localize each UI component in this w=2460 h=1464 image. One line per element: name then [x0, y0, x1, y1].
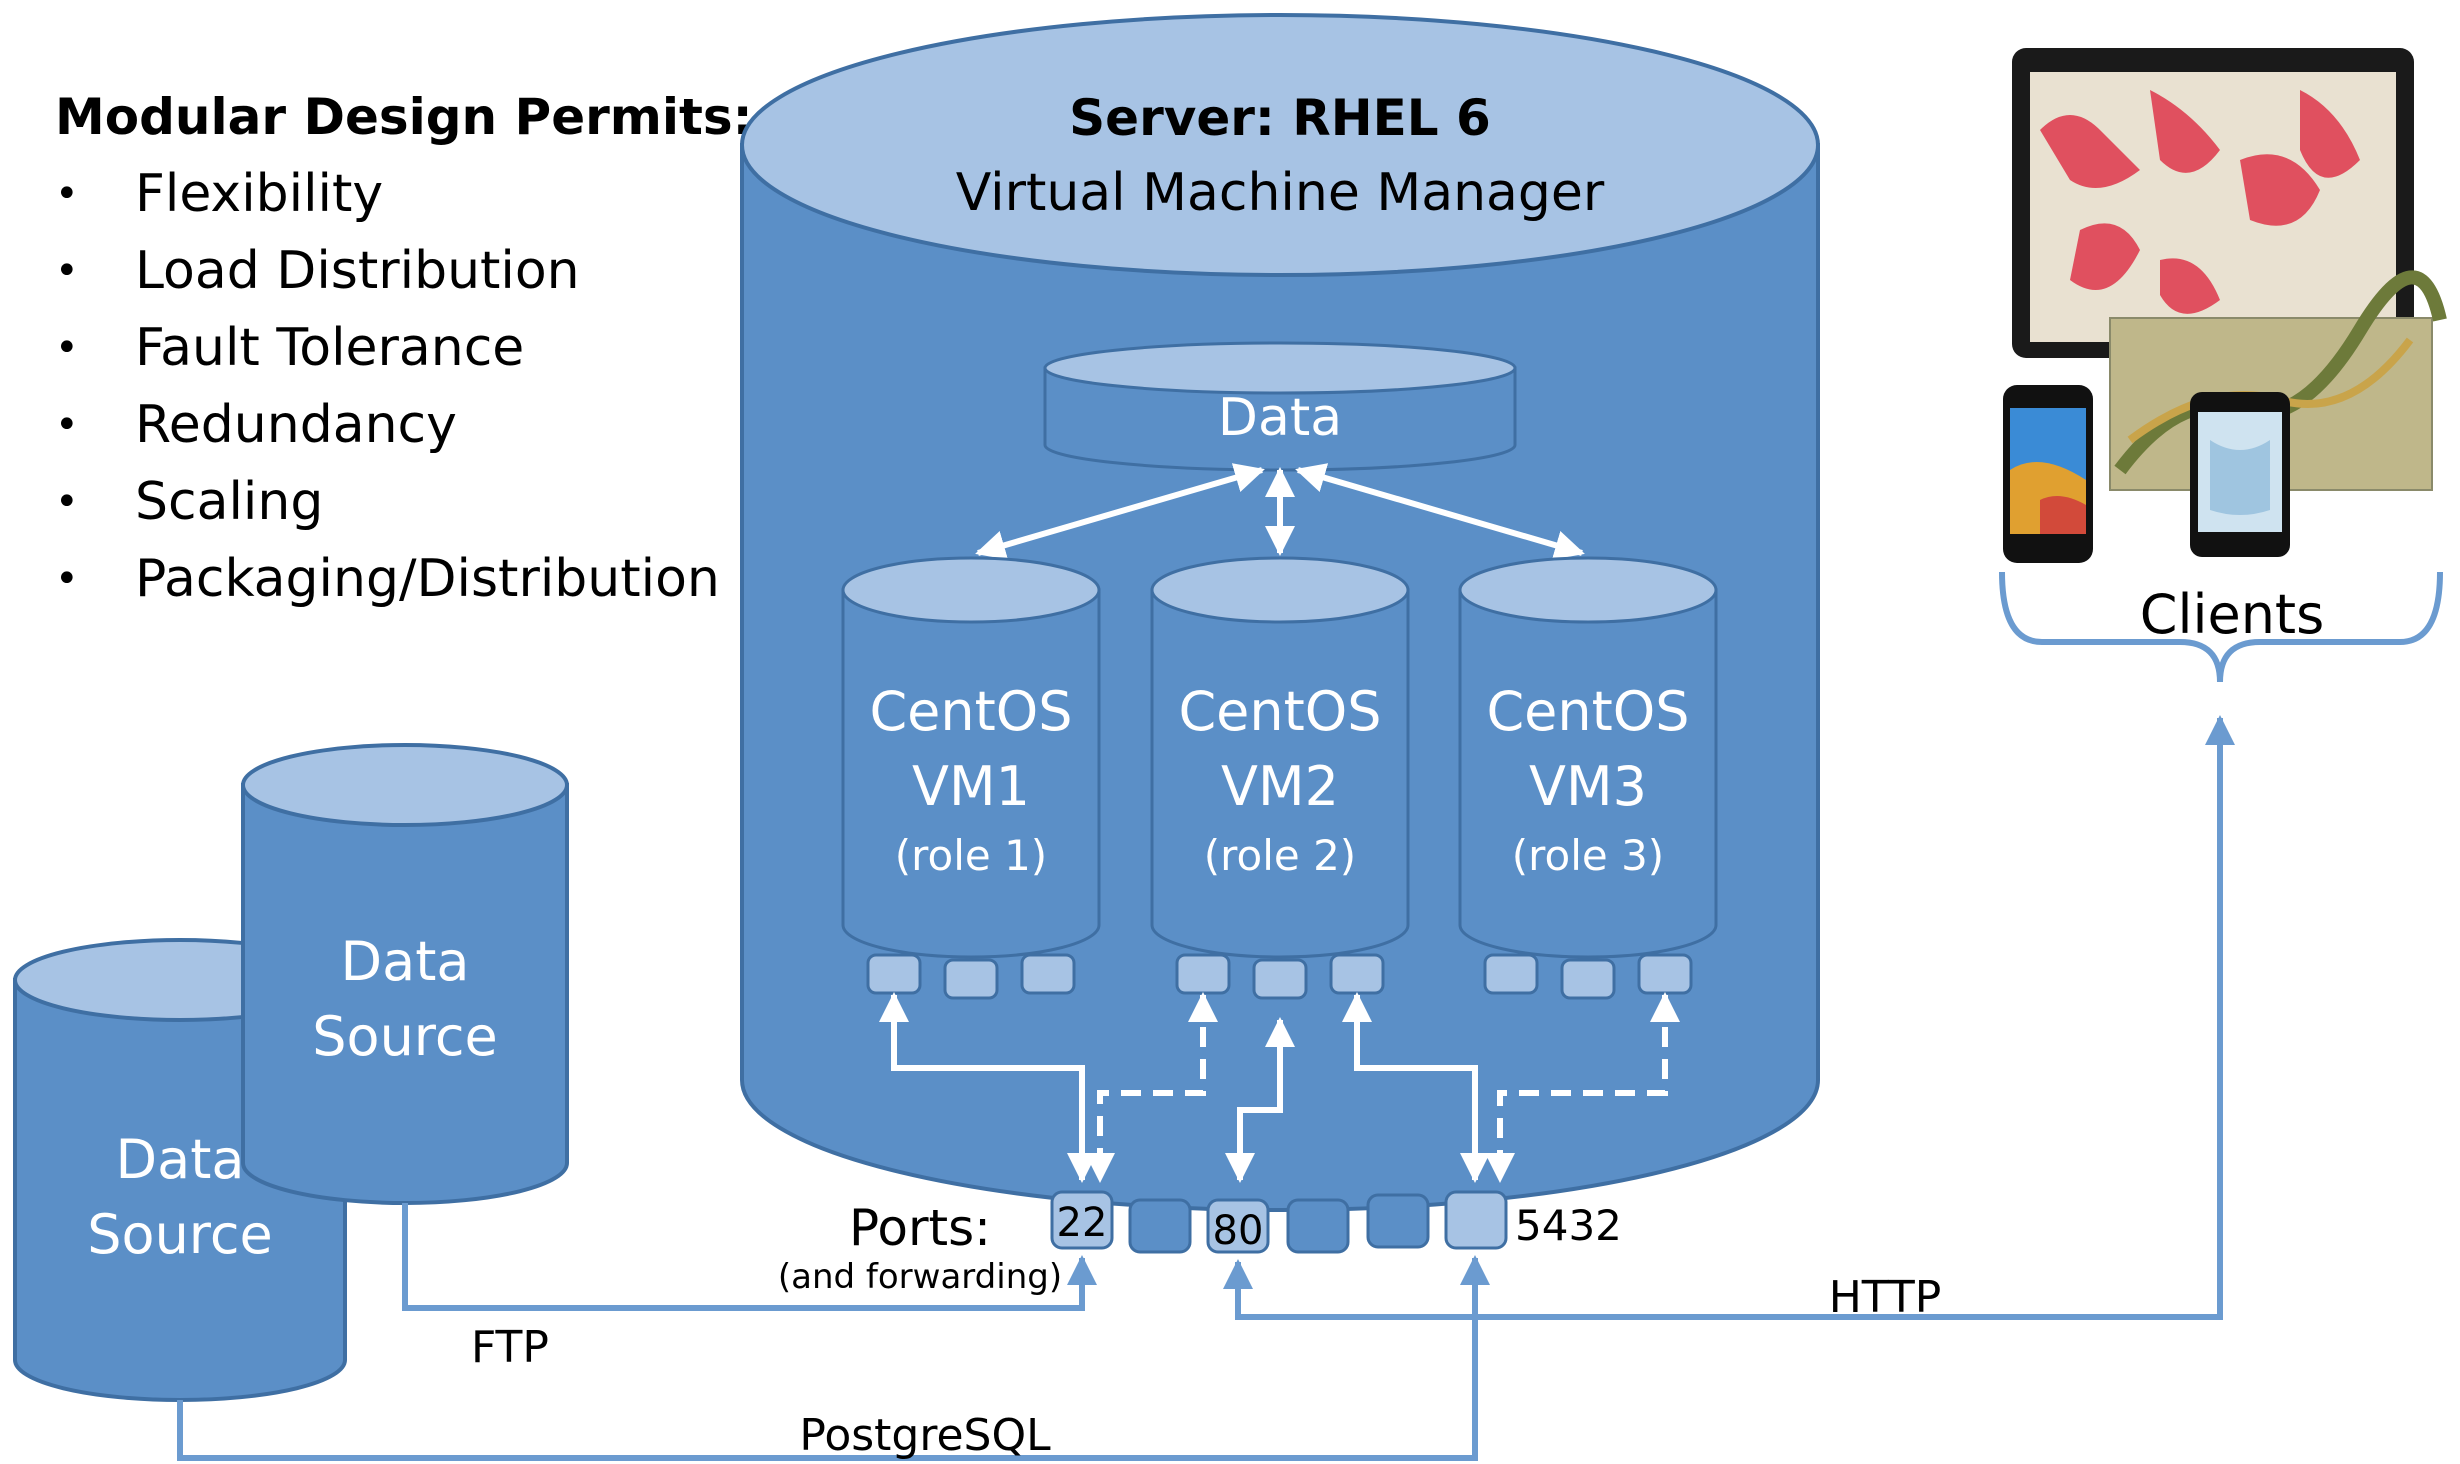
vm1-os: CentOS — [869, 680, 1072, 743]
http-label: HTTP — [1829, 1272, 1942, 1323]
clients-brace — [1999, 571, 2443, 683]
permit-item: •Scaling — [55, 472, 324, 532]
server-subtitle: Virtual Machine Manager — [956, 163, 1605, 223]
port-5432-label: 5432 — [1515, 1201, 1622, 1250]
connection-lines — [177, 715, 2235, 1461]
vm3-name: VM3 — [1529, 755, 1647, 818]
data-source-1-line2: Source — [87, 1203, 272, 1266]
vm1-cylinder: CentOS VM1 (role 1) — [841, 556, 1101, 959]
data-label: Data — [1218, 388, 1342, 448]
vm3-role: (role 3) — [1512, 831, 1664, 880]
vm3-os: CentOS — [1486, 680, 1689, 743]
port-80-label: 80 — [1213, 1208, 1264, 1254]
port-22-label: 22 — [1057, 1200, 1108, 1246]
permit-item: •Fault Tolerance — [55, 318, 525, 378]
permit-item: •Packaging/Distribution — [55, 549, 720, 609]
vm1-role: (role 1) — [895, 831, 1047, 880]
permits-list: Modular Design Permits: •Flexibility •Lo… — [55, 88, 753, 618]
data-vm-arrows — [975, 463, 1585, 560]
vm2-name: VM2 — [1221, 755, 1339, 818]
vm3-cylinder: CentOS VM3 (role 3) — [1458, 556, 1718, 959]
data-source-2-line2: Source — [312, 1005, 497, 1068]
postgresql-label: PostgreSQL — [799, 1410, 1051, 1461]
data-store: Data — [1043, 341, 1517, 472]
port-5432 — [1444, 1190, 1508, 1250]
postgresql-line — [177, 1255, 1490, 1461]
tablet-device-icon — [2012, 48, 2414, 358]
ftp-line — [402, 1203, 1097, 1311]
permits-title: Modular Design Permits: — [55, 88, 753, 146]
http-line — [1223, 715, 2235, 1320]
port-22 — [1050, 1190, 1114, 1250]
vm1-name: VM1 — [912, 755, 1030, 818]
vm2-cylinder: CentOS VM2 (role 2) — [1150, 556, 1410, 959]
permit-item: •Redundancy — [55, 395, 457, 455]
server-title: Server: RHEL 6 — [1069, 89, 1491, 147]
data-source-front: Data Source — [241, 743, 569, 1205]
vm2-role: (role 2) — [1204, 831, 1356, 880]
vm2-os: CentOS — [1178, 680, 1381, 743]
ports-sublabel: (and forwarding) — [778, 1257, 1062, 1297]
ftp-label: FTP — [471, 1322, 549, 1373]
vm-port-nubs — [866, 953, 1693, 1000]
permit-item: •Load Distribution — [55, 241, 580, 301]
permit-item: •Flexibility — [55, 164, 384, 224]
clients-label: Clients — [2140, 583, 2324, 646]
data-source-2-line1: Data — [341, 930, 470, 993]
phone-device-left-icon — [2003, 385, 2093, 563]
data-source-1-line1: Data — [116, 1128, 245, 1191]
phone-device-right-icon — [2190, 392, 2290, 557]
ports-label: Ports: — [849, 1199, 991, 1257]
